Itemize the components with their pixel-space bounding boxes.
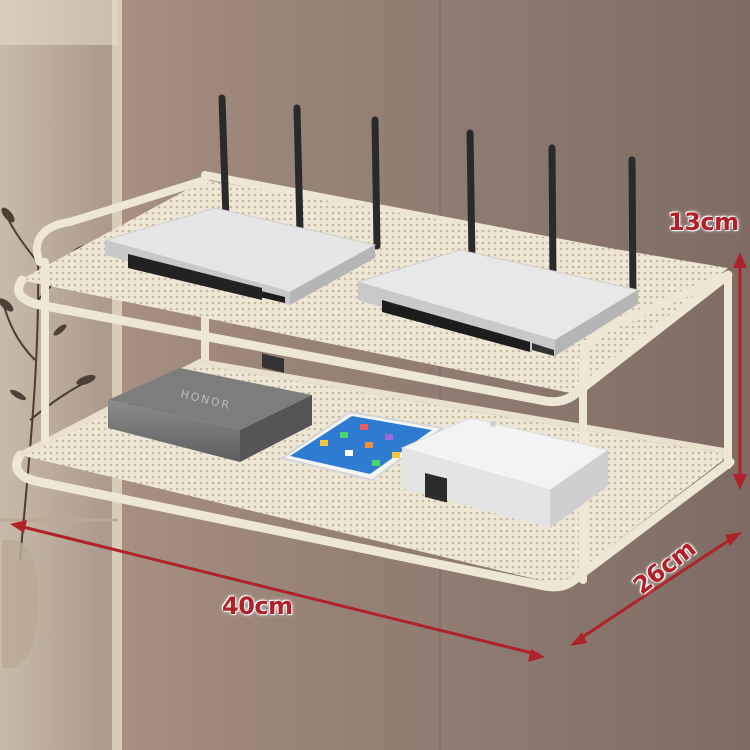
phone — [279, 410, 445, 482]
antenna-icon — [371, 116, 381, 250]
vase — [2, 539, 39, 669]
height-label: 13cm — [668, 208, 739, 236]
top-shelf-rail-left — [32, 176, 209, 266]
ethernet-port-icon — [425, 472, 447, 503]
width-arrow — [14, 523, 541, 657]
antenna-icon — [218, 94, 230, 222]
router-right — [356, 129, 640, 356]
width-label: 40cm — [222, 592, 293, 620]
white-hub — [400, 417, 610, 528]
cabinet-edge — [112, 0, 122, 750]
antenna-icon — [466, 129, 476, 266]
bottom-shelf-back-rim — [18, 358, 731, 458]
top-shelf-rim — [14, 270, 733, 407]
dimension-arrows — [10, 252, 747, 662]
router-left — [103, 94, 381, 373]
depth-arrow — [574, 533, 738, 644]
cabinet-light — [0, 0, 118, 45]
bottom-shelf-rim — [12, 450, 735, 592]
antenna-icon — [548, 144, 557, 282]
grey-box — [108, 368, 312, 462]
antenna-icon — [628, 156, 637, 302]
antenna-icon — [293, 104, 304, 236]
